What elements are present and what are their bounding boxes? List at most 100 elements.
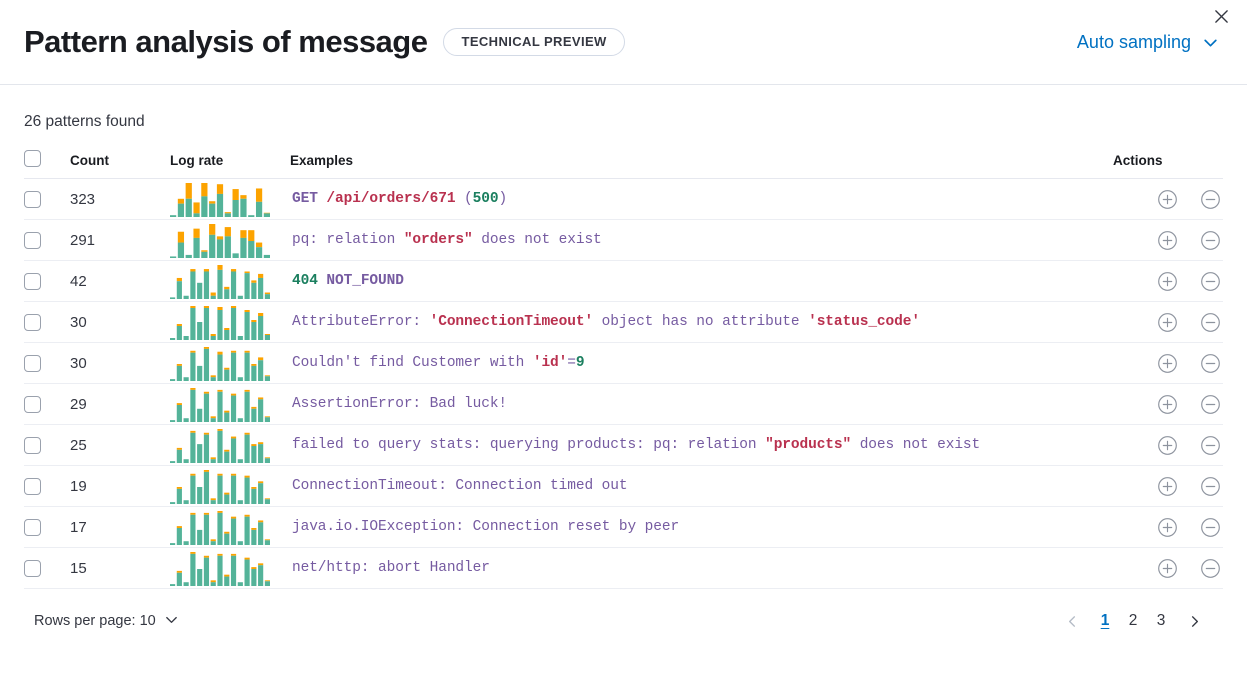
table-row[interactable]: 19 ConnectionTimeout: Connection timed o… (24, 465, 1223, 507)
row-checkbox[interactable] (24, 436, 41, 454)
circle-plus-icon[interactable] (1155, 227, 1181, 253)
circle-minus-icon[interactable] (1197, 473, 1223, 499)
row-example-cell: net/http: abort Handler (290, 547, 1113, 589)
row-log-rate-sparkline (170, 506, 290, 548)
flyout-header: Pattern analysis of message TECHNICAL PR… (0, 0, 1247, 85)
circle-plus-icon[interactable] (1155, 391, 1181, 417)
row-log-rate-sparkline (170, 547, 290, 589)
row-select-cell (24, 465, 70, 507)
table-row[interactable]: 29 AssertionError: Bad luck! (24, 383, 1223, 425)
page-number-3[interactable]: 3 (1156, 612, 1166, 629)
row-count: 42 (70, 260, 170, 302)
circle-minus-icon[interactable] (1197, 514, 1223, 540)
circle-plus-icon[interactable] (1155, 555, 1181, 581)
example-token: /api/orders/671 (326, 191, 456, 207)
circle-plus-icon[interactable] (1155, 350, 1181, 376)
row-log-rate-sparkline (170, 465, 290, 507)
circle-minus-icon[interactable] (1197, 555, 1223, 581)
row-checkbox[interactable] (24, 313, 41, 331)
row-checkbox[interactable] (24, 272, 41, 290)
row-example-text: net/http: abort Handler (290, 560, 1113, 576)
patterns-table: Count Log rate Examples Actions 323 GET … (24, 150, 1223, 589)
table-row[interactable]: 30 AttributeError: 'ConnectionTimeout' o… (24, 301, 1223, 343)
circle-plus-icon[interactable] (1155, 432, 1181, 458)
row-example-cell: GET /api/orders/671 (500) (290, 178, 1113, 220)
column-header-count[interactable]: Count (70, 150, 170, 179)
rows-per-page-selector[interactable]: Rows per page: 10 (34, 612, 179, 631)
circle-plus-icon[interactable] (1155, 186, 1181, 212)
row-actions (1113, 547, 1223, 589)
circle-plus-icon[interactable] (1155, 473, 1181, 499)
row-example-cell: ConnectionTimeout: Connection timed out (290, 465, 1113, 507)
table-row[interactable]: 17 java.io.IOException: Connection reset… (24, 506, 1223, 548)
page-title: Pattern analysis of message (24, 24, 428, 59)
example-token: Couldn't find Customer with (292, 355, 533, 371)
row-count: 323 (70, 178, 170, 220)
row-log-rate-sparkline (170, 260, 290, 302)
page-number-2[interactable]: 2 (1128, 612, 1138, 629)
row-checkbox[interactable] (24, 559, 41, 577)
row-example-text: pq: relation "orders" does not exist (290, 232, 1113, 248)
close-icon[interactable] (1207, 2, 1235, 30)
circle-minus-icon[interactable] (1197, 432, 1223, 458)
row-checkbox[interactable] (24, 231, 41, 249)
circle-plus-icon[interactable] (1155, 309, 1181, 335)
table-row[interactable]: 291 pq: relation "orders" does not exist (24, 219, 1223, 261)
row-log-rate-sparkline (170, 301, 290, 343)
row-count: 30 (70, 301, 170, 343)
page-number-1[interactable]: 1 (1100, 612, 1110, 629)
select-all-checkbox[interactable] (24, 150, 41, 167)
circle-minus-icon[interactable] (1197, 186, 1223, 212)
example-token: java.io.IOException: Connection reset by… (292, 519, 680, 535)
example-token: ConnectionTimeout: Connection timed out (292, 478, 628, 494)
table-header-row: Count Log rate Examples Actions (24, 150, 1223, 179)
chevron-left-icon[interactable] (1057, 606, 1087, 636)
row-actions (1113, 342, 1223, 384)
column-header-examples[interactable]: Examples (290, 150, 1113, 179)
column-header-log-rate[interactable]: Log rate (170, 150, 290, 179)
row-select-cell (24, 219, 70, 261)
example-token: ( (455, 191, 473, 207)
row-checkbox[interactable] (24, 190, 41, 208)
circle-minus-icon[interactable] (1197, 309, 1223, 335)
circle-minus-icon[interactable] (1197, 391, 1223, 417)
row-checkbox[interactable] (24, 518, 41, 536)
auto-sampling-dropdown[interactable]: Auto sampling (1077, 32, 1223, 53)
row-checkbox[interactable] (24, 477, 41, 495)
row-checkbox[interactable] (24, 395, 41, 413)
row-actions (1113, 383, 1223, 425)
example-token: net/http: abort Handler (292, 560, 490, 576)
patterns-found-count: 26 patterns found (24, 113, 145, 130)
table-row[interactable]: 25 failed to query stats: querying produ… (24, 424, 1223, 466)
table-row[interactable]: 15 net/http: abort Handler (24, 547, 1223, 589)
circle-plus-icon[interactable] (1155, 268, 1181, 294)
circle-minus-icon[interactable] (1197, 227, 1223, 253)
row-example-text: GET /api/orders/671 (500) (290, 191, 1113, 207)
example-token: pq: relation (292, 232, 404, 248)
row-log-rate-sparkline (170, 342, 290, 384)
example-token: does not exist (472, 232, 602, 248)
circle-plus-icon[interactable] (1155, 514, 1181, 540)
row-checkbox[interactable] (24, 354, 41, 372)
example-token: 500 (472, 191, 499, 207)
row-select-cell (24, 547, 70, 589)
chevron-right-icon[interactable] (1179, 606, 1209, 636)
pattern-analysis-body: 26 patterns found Count Log rate Example… (0, 85, 1247, 636)
chevron-down-icon (164, 612, 179, 631)
row-count: 25 (70, 424, 170, 466)
example-token: AssertionError: Bad luck! (292, 396, 508, 412)
circle-minus-icon[interactable] (1197, 350, 1223, 376)
table-row[interactable]: 30 Couldn't find Customer with 'id'=9 (24, 342, 1223, 384)
row-example-text: Couldn't find Customer with 'id'=9 (290, 355, 1113, 371)
example-token: "products" (765, 437, 852, 453)
row-actions (1113, 219, 1223, 261)
row-select-cell (24, 506, 70, 548)
pagination: 1 2 3 (1057, 606, 1213, 636)
circle-minus-icon[interactable] (1197, 268, 1223, 294)
example-token: 'status_code' (808, 314, 920, 330)
table-footer: Rows per page: 10 1 2 3 (24, 589, 1223, 636)
row-count: 15 (70, 547, 170, 589)
example-token: 9 (575, 355, 585, 371)
table-row[interactable]: 323 GET /api/orders/671 (500) (24, 178, 1223, 220)
table-row[interactable]: 42 404 NOT_FOUND (24, 260, 1223, 302)
